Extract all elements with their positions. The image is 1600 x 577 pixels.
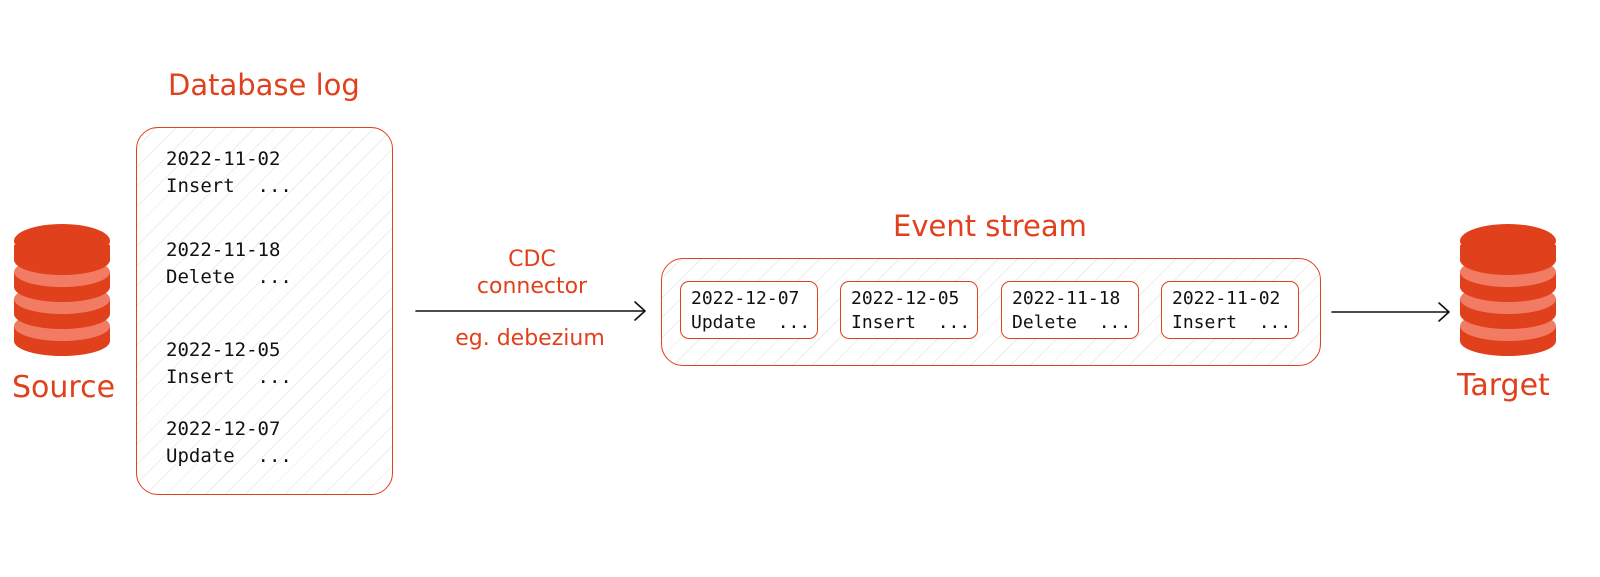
event-stream-title: Event stream [893,209,1087,243]
event-date: 2022-12-07 [691,288,800,309]
cdc-label-line1: CDC [508,247,556,272]
database-log-panel: 2022-11-02 Insert ... 2022-11-18 Delete … [136,127,393,495]
log-entry-date: 2022-12-05 [166,339,281,361]
event-card: 2022-11-02 Insert ... [1161,281,1299,339]
log-entry-operation: Update ... [166,445,292,467]
target-database-icon [1460,224,1556,356]
arrow-to-target-icon [1331,302,1450,322]
event-operation: Insert ... [851,312,971,333]
event-card: 2022-11-18 Delete ... [1001,281,1139,339]
database-log-title: Database log [168,68,360,102]
event-card: 2022-12-07 Update ... [680,281,818,339]
log-entry: 2022-12-05 Insert ... [166,337,292,391]
event-operation: Delete ... [1012,312,1132,333]
source-database-icon [14,224,110,356]
log-entry-operation: Insert ... [166,175,292,197]
log-entry-operation: Insert ... [166,366,292,388]
log-entry-date: 2022-11-18 [166,239,281,261]
event-card: 2022-12-05 Insert ... [840,281,978,339]
event-operation: Insert ... [1172,312,1292,333]
log-entry-date: 2022-11-02 [166,148,281,170]
log-entry: 2022-11-02 Insert ... [166,146,292,200]
log-entry: 2022-11-18 Delete ... [166,237,292,291]
event-stream-panel: 2022-12-07 Update ... 2022-12-05 Insert … [661,258,1321,366]
source-label: Source [12,370,116,405]
event-operation: Update ... [691,312,811,333]
log-entry: 2022-12-07 Update ... [166,416,292,470]
event-date: 2022-11-02 [1172,288,1281,309]
cdc-connector-label: CDC connector [452,246,612,300]
log-entry-operation: Delete ... [166,266,292,288]
cdc-label-line2: connector [476,274,588,299]
log-entry-date: 2022-12-07 [166,418,281,440]
target-label: Target [1457,368,1550,403]
event-date: 2022-12-05 [851,288,960,309]
connector-example-label: eg. debezium [455,326,605,351]
arrow-to-event-stream-icon [415,301,646,321]
event-date: 2022-11-18 [1012,288,1121,309]
